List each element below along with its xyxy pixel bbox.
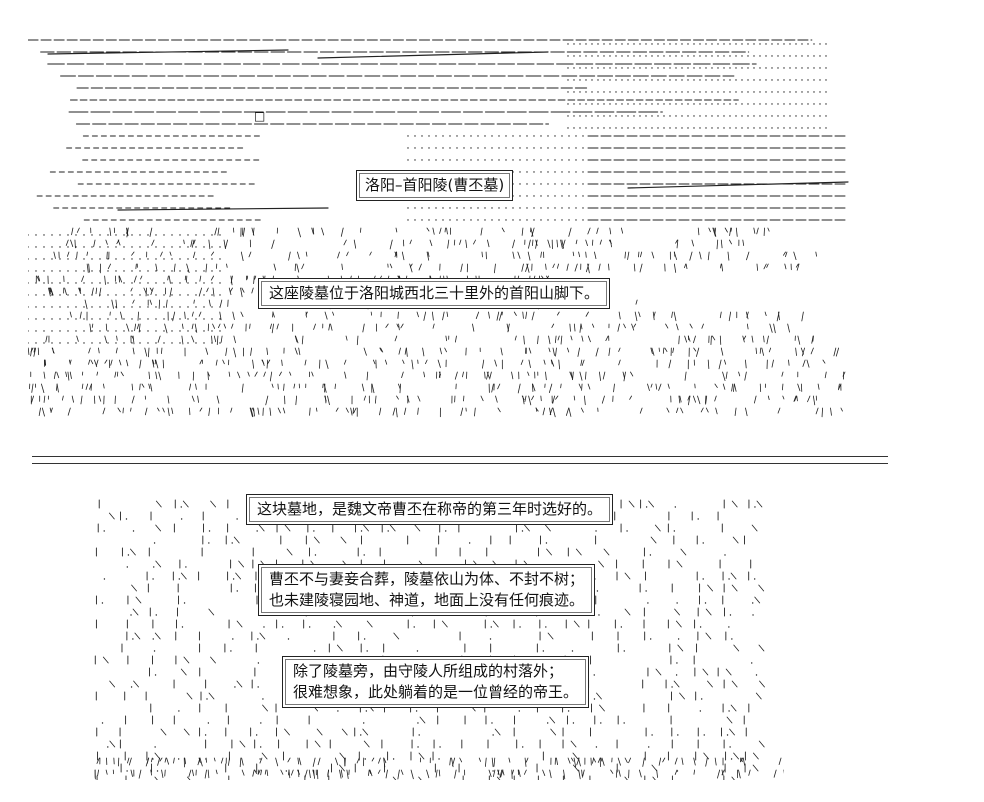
landscape-art xyxy=(28,32,858,430)
caption-line: 除了陵墓旁，由守陵人所组成的村落外； xyxy=(293,662,564,680)
section-divider xyxy=(32,456,888,464)
caption-no-trace: 曹丕不与妻妾合葬，陵墓依山为体、不封不树； 也未建陵寝园地、神道，地面上没有任何… xyxy=(258,564,596,616)
caption-line: 曹丕不与妻妾合葬，陵墓依山为体、不封不树； xyxy=(269,570,585,588)
small-square-mark: □ xyxy=(254,109,266,123)
caption-burial-site: 这块墓地，是魏文帝曹丕在称帝的第三年时选好的。 xyxy=(246,494,614,525)
village-art xyxy=(94,496,784,780)
caption-line: 很难想象，此处躺着的是一位曾经的帝王。 xyxy=(293,683,579,701)
place-label: 洛阳–首阳陵(曹丕墓) xyxy=(356,170,514,201)
caption-burial-site-text: 这块墓地，是魏文帝曹丕在称帝的第三年时选好的。 xyxy=(257,500,603,518)
place-label-text: 洛阳–首阳陵(曹丕墓) xyxy=(365,176,505,194)
location-caption-text: 这座陵墓位于洛阳城西北三十里外的首阳山脚下。 xyxy=(269,284,600,302)
caption-village: 除了陵墓旁，由守陵人所组成的村落外； 很难想象，此处躺着的是一位曾经的帝王。 xyxy=(282,656,590,708)
caption-line: 也未建陵寝园地、神道，地面上没有任何痕迹。 xyxy=(269,591,585,609)
location-caption: 这座陵墓位于洛阳城西北三十里外的首阳山脚下。 xyxy=(258,278,611,309)
